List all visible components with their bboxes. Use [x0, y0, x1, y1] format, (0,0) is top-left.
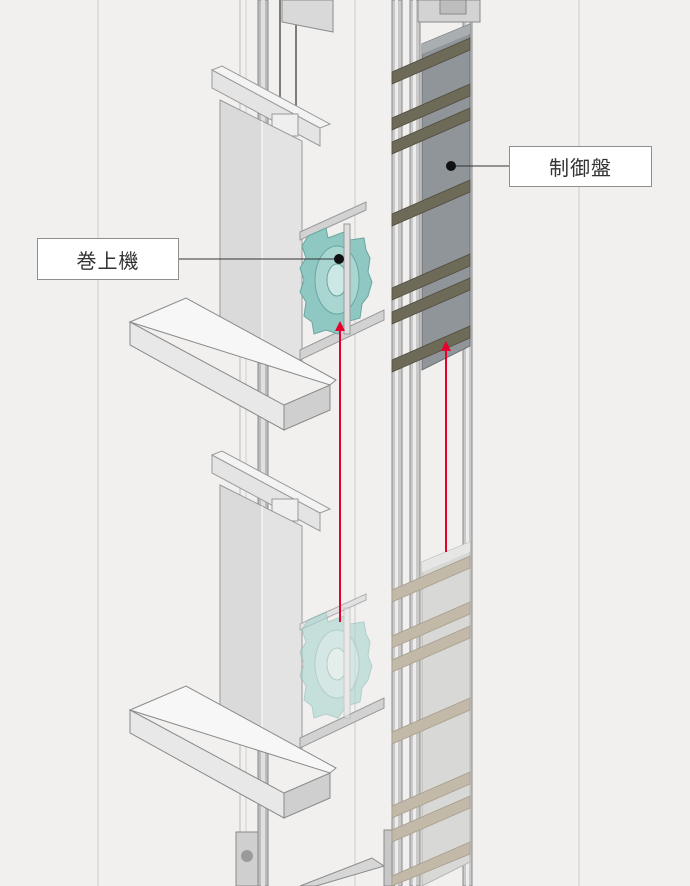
right-guide-rails	[391, 0, 481, 886]
lower-floor-assembly	[128, 450, 385, 819]
top-housing	[281, 0, 334, 33]
lower-panel-bands	[391, 555, 471, 886]
upper-traction-machine	[299, 223, 373, 335]
callout-leaders	[179, 161, 509, 264]
upper-floor-assembly	[128, 65, 385, 431]
traction-machine-label: 巻上機	[37, 238, 179, 280]
relocation-arrows	[335, 321, 451, 622]
motor-callout-dot	[334, 254, 344, 264]
panel-callout-dot	[446, 161, 456, 171]
control-panel-label: 制御盤	[509, 146, 652, 187]
lower-traction-machine	[299, 607, 373, 719]
upper-panel-bands	[391, 37, 471, 373]
pit-equipment	[235, 829, 395, 886]
